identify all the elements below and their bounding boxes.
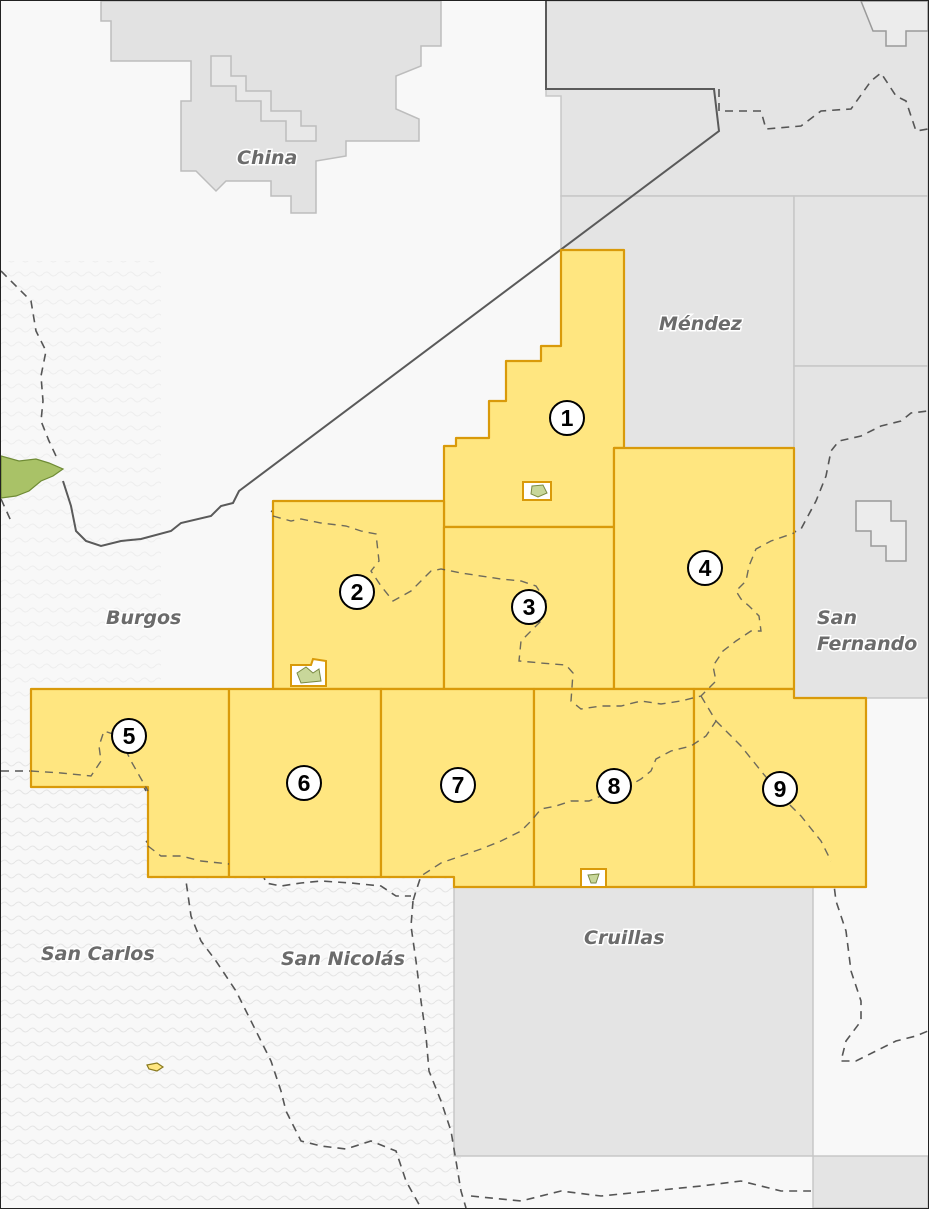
block-marker-2[interactable]: 2 [339,574,375,610]
place-label-mendez: Méndez [659,313,743,335]
place-label-burgos: Burgos [106,607,181,629]
legend-marker-circle-icon [596,768,632,804]
enclave-shapes [296,484,600,884]
legend-marker-circle-icon [687,550,723,586]
block-marker-label: 7 [452,772,465,798]
block-marker-label: 6 [298,770,311,796]
block-marker-4[interactable]: 4 [687,550,723,586]
legend-marker-circle-icon [762,771,798,807]
block-marker-3[interactable]: 3 [511,589,547,625]
small-polygon-east [855,500,907,562]
block-marker-8[interactable]: 8 [596,768,632,804]
small-yellow-polygon [146,1062,165,1072]
place-label-cruillas: Cruillas [584,927,665,949]
block-marker-7[interactable]: 7 [440,767,476,803]
legend-marker-circle-icon [440,767,476,803]
legend-marker-circle-icon [549,400,585,436]
block-marker-5[interactable]: 5 [111,718,147,754]
state-boundary-line [62,1,721,548]
block-marker-9[interactable]: 9 [762,771,798,807]
block-marker-label: 4 [699,555,712,581]
block-marker-label: 3 [523,594,536,620]
legend-marker-circle-icon [339,574,375,610]
municipality-areas [453,1,928,1208]
block-marker-6[interactable]: 6 [286,765,322,801]
municipality-area-southeast [812,1155,928,1208]
municipality-area-east-1 [793,195,928,367]
legend-marker-circle-icon [511,589,547,625]
china-municipality [100,1,442,214]
legend-marker-circle-icon [286,765,322,801]
small-polygon-top-right [860,1,928,47]
relief-shading-west [1,261,161,761]
dashed-boundaries [1,71,928,1208]
block-marker-label: 8 [608,773,621,799]
green-protected-area [1,455,65,499]
block-marker-label: 9 [774,776,787,802]
block-marker-1[interactable]: 1 [549,400,585,436]
block-marker-label: 2 [351,579,364,605]
block-marker-label: 1 [561,405,574,431]
place-label-san-nicolas: San Nicolás [281,948,405,970]
place-label-san-carlos: San Carlos [41,943,155,965]
block-markers: 1 2 3 4 5 6 7 8 [111,400,798,807]
small-polygons [855,1,928,562]
municipality-area-north-right [545,1,928,197]
place-label-china: China [237,147,297,169]
block-marker-label: 5 [123,723,136,749]
legend-marker-circle-icon [111,718,147,754]
